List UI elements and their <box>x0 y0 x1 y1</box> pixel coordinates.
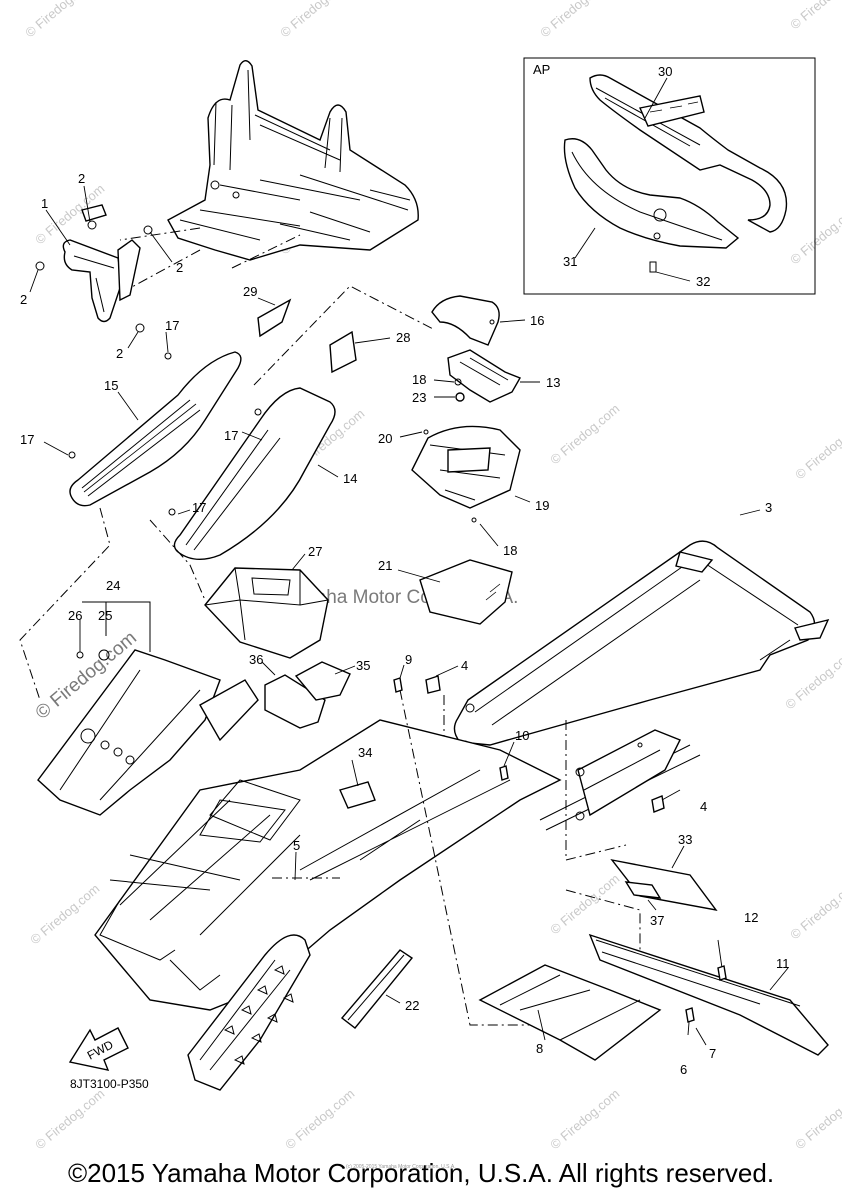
watermark: © Firedog.com <box>22 0 97 40</box>
callout-28: 28 <box>396 330 410 345</box>
diagram-code: 8JT3100-P350 <box>70 1077 149 1091</box>
callout-12: 12 <box>744 910 758 925</box>
callout-19: 19 <box>535 498 549 513</box>
callout-17: 17 <box>224 428 238 443</box>
callout-27: 27 <box>308 544 322 559</box>
part-22-bar: 22 <box>340 949 419 1029</box>
part-24-plate: 24 26 25 <box>37 578 259 816</box>
parts-35-36: 36 35 <box>249 652 370 729</box>
part-21-mat: 21 <box>378 558 513 625</box>
callout-7: 7 <box>709 1046 716 1061</box>
part-14-side-cover-right: 17 14 17 <box>19 387 357 701</box>
fwd-arrow: FWD <box>68 1027 129 1071</box>
watermark: © Firedog.com <box>792 1086 842 1152</box>
main-chassis: 34 5 9 10 <box>94 652 701 1026</box>
callout-14: 14 <box>343 471 357 486</box>
callout-34: 34 <box>358 745 372 760</box>
fine-print: (c) 2005-2015 Yamaha Motor Corporation, … <box>346 1164 456 1170</box>
copyright-notice: ©2015 Yamaha Motor Corporation, U.S.A. A… <box>67 1158 775 1188</box>
callout-18: 18 <box>412 372 426 387</box>
callout-15: 15 <box>104 378 118 393</box>
right-bracket: 4 33 37 <box>565 720 718 960</box>
callout-21: 21 <box>378 558 392 573</box>
part-1-bracket: 1 2 2 2 2 <box>20 171 183 361</box>
callout-2: 2 <box>116 346 123 361</box>
part-3-rear-rail: 3 4 <box>425 500 830 771</box>
callout-35: 35 <box>356 658 370 673</box>
callout-17: 17 <box>192 500 206 515</box>
part-27-storage: 27 <box>204 544 329 659</box>
callout-26: 26 <box>68 608 82 623</box>
watermark: © Firedog.com <box>547 871 622 937</box>
callout-18: 18 <box>503 543 517 558</box>
callout-10: 10 <box>515 728 529 743</box>
rear-frame <box>119 60 419 289</box>
inset-ap: AP 30 31 32 <box>523 57 816 295</box>
callout-33: 33 <box>678 832 692 847</box>
callout-4: 4 <box>461 658 468 673</box>
watermark: © Firedog.com <box>32 1086 107 1152</box>
callout-20: 20 <box>378 431 392 446</box>
running-board: 11 8 12 7 6 <box>478 910 829 1077</box>
callout-32: 32 <box>696 274 710 289</box>
callout-8: 8 <box>536 1041 543 1056</box>
callout-9: 9 <box>405 652 412 667</box>
watermark: © Firedog.com <box>547 401 622 467</box>
callout-22: 22 <box>405 998 419 1013</box>
callout-4: 4 <box>700 799 707 814</box>
callout-24: 24 <box>106 578 120 593</box>
callout-6: 6 <box>680 1062 687 1077</box>
callout-11: 11 <box>776 956 790 971</box>
part-15-side-cover-left: 15 17 17 <box>20 318 242 507</box>
watermark: © Firedog.com <box>547 1086 622 1152</box>
callout-36: 36 <box>249 652 263 667</box>
callout-13: 13 <box>546 375 560 390</box>
callout-37: 37 <box>650 913 664 928</box>
parts-13-16: 16 13 18 23 <box>412 295 560 405</box>
callout-2: 2 <box>78 171 85 186</box>
parts-28-29: 29 28 <box>243 284 436 386</box>
callout-5: 5 <box>293 838 300 853</box>
watermark: © Firedog.com <box>277 0 352 40</box>
callout-2: 2 <box>176 260 183 275</box>
watermark: © Firedog.com <box>792 416 842 482</box>
watermark: © Firedog.com <box>27 881 102 947</box>
callout-17: 17 <box>20 432 34 447</box>
callout-1: 1 <box>41 196 48 211</box>
watermark: © Firedog.com <box>787 0 842 32</box>
watermark: © Firedog.com <box>782 646 842 712</box>
callout-30: 30 <box>658 64 672 79</box>
callout-2: 2 <box>20 292 27 307</box>
callout-29: 29 <box>243 284 257 299</box>
callout-16: 16 <box>530 313 544 328</box>
part-19-housing: 20 19 18 <box>378 425 549 558</box>
watermark: © Firedog.com <box>282 1086 357 1152</box>
callout-3: 3 <box>765 500 772 515</box>
callout-31: 31 <box>563 254 577 269</box>
callout-25: 25 <box>98 608 112 623</box>
watermark: © Firedog.com <box>537 0 612 40</box>
lower-rail <box>187 934 311 1091</box>
callout-17: 17 <box>165 318 179 333</box>
callout-23: 23 <box>412 390 426 405</box>
inset-label: AP <box>533 62 550 77</box>
watermark: © Firedog.com <box>787 876 842 942</box>
